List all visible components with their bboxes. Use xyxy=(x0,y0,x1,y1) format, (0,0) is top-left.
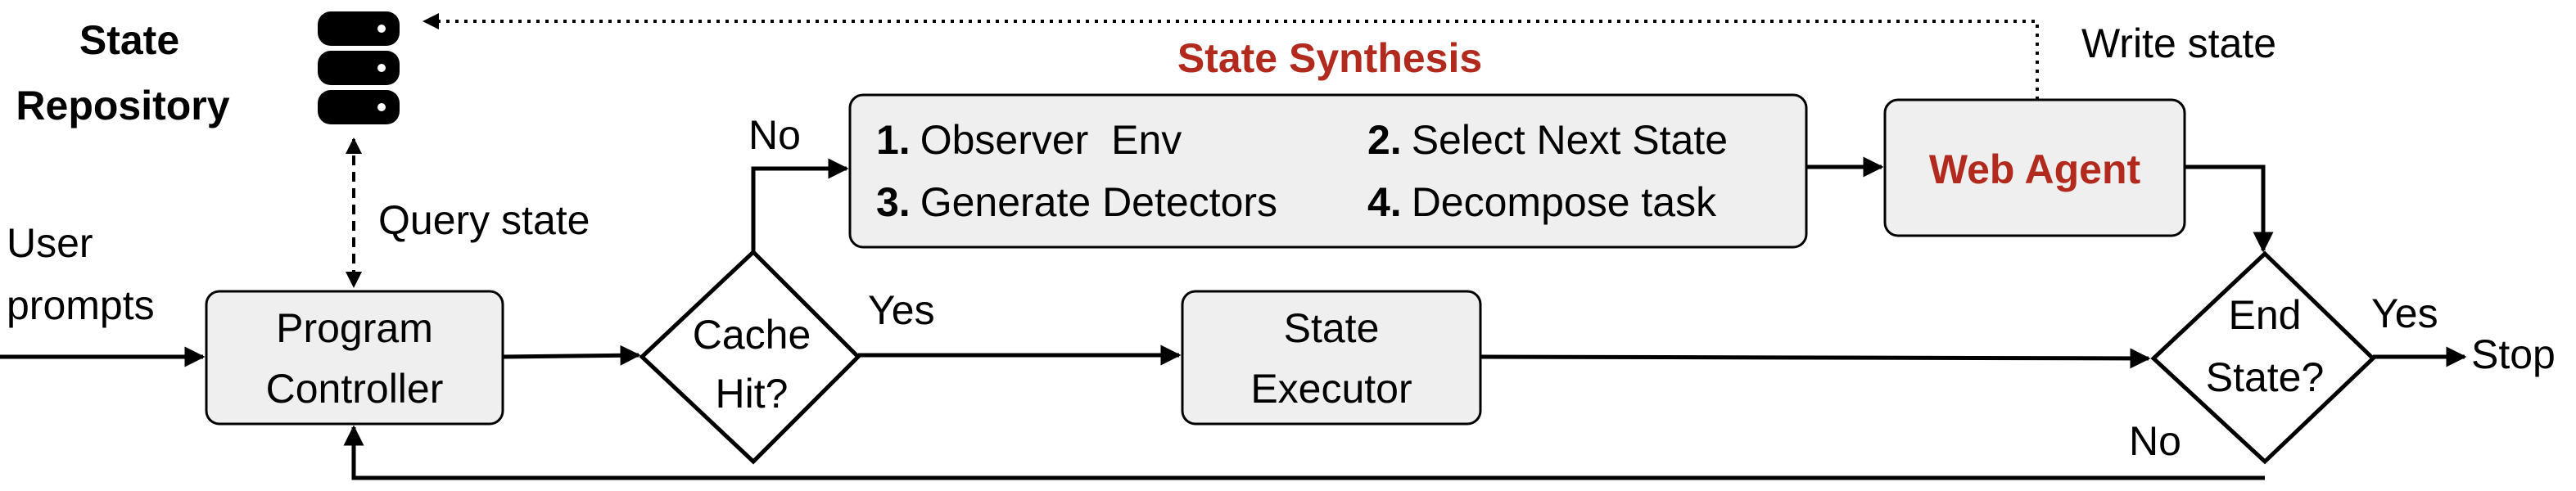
query-state-label: Query state xyxy=(378,197,590,243)
program-controller-line1: Program xyxy=(276,305,433,351)
end-state-diamond xyxy=(2150,250,2376,465)
synthesis-step-3-num: 3. xyxy=(876,179,911,225)
synthesis-step-1-num: 1. xyxy=(876,117,911,163)
end-state-line1: End xyxy=(2229,292,2302,338)
agent-to-end-arrow xyxy=(2185,164,2274,253)
end-no-arrow xyxy=(343,425,2265,480)
synthesis-step-4-num: 4. xyxy=(1367,179,1402,225)
cache-no-arrow xyxy=(751,158,849,252)
end-yes-label: Yes xyxy=(2371,291,2438,336)
cache-hit-line1: Cache xyxy=(693,312,811,358)
write-state-label: Write state xyxy=(2081,20,2276,66)
program-controller-box xyxy=(205,290,504,426)
database-icon xyxy=(318,11,400,124)
synthesis-step-1: 1.Observer Env xyxy=(876,117,1182,163)
web-agent-label: Web Agent xyxy=(1929,146,2141,192)
cache-hit-diamond xyxy=(639,249,861,465)
synthesis-step-3: 3.Generate Detectors xyxy=(876,179,1277,225)
user-prompts-line2: prompts xyxy=(7,282,155,328)
executor-to-end-arrow xyxy=(1480,348,2151,369)
synthesis-step-3-text: Generate Detectors xyxy=(920,179,1277,225)
synthesis-step-4: 4.Decompose task xyxy=(1367,179,1717,225)
stop-label: Stop xyxy=(2471,331,2556,377)
write-state-edge xyxy=(423,13,2039,100)
state-executor-line2: Executor xyxy=(1250,366,1412,412)
synthesis-step-2: 2.Select Next State xyxy=(1367,117,1728,163)
state-executor-line1: State xyxy=(1284,305,1380,351)
program-controller-line2: Controller xyxy=(266,366,444,412)
end-state-line2: State? xyxy=(2206,354,2325,400)
cache-no-label: No xyxy=(748,112,801,158)
synthesis-step-2-text: Select Next State xyxy=(1412,117,1728,163)
repository-title-line2: Repository xyxy=(16,83,229,128)
user-prompts-line1: User xyxy=(7,220,93,266)
state-synthesis-title: State Synthesis xyxy=(1177,35,1482,81)
synthesis-step-1-text: Observer Env xyxy=(920,117,1182,163)
end-no-label: No xyxy=(2129,418,2181,464)
synthesis-step-2-num: 2. xyxy=(1367,117,1402,163)
repository-title-line1: State xyxy=(79,17,179,63)
cache-hit-line2: Hit? xyxy=(716,371,789,417)
controller-to-cache-arrow xyxy=(502,345,641,366)
synthesis-step-4-text: Decompose task xyxy=(1412,179,1717,225)
cache-yes-label: Yes xyxy=(868,287,935,333)
state-synthesis-box xyxy=(848,93,1808,249)
